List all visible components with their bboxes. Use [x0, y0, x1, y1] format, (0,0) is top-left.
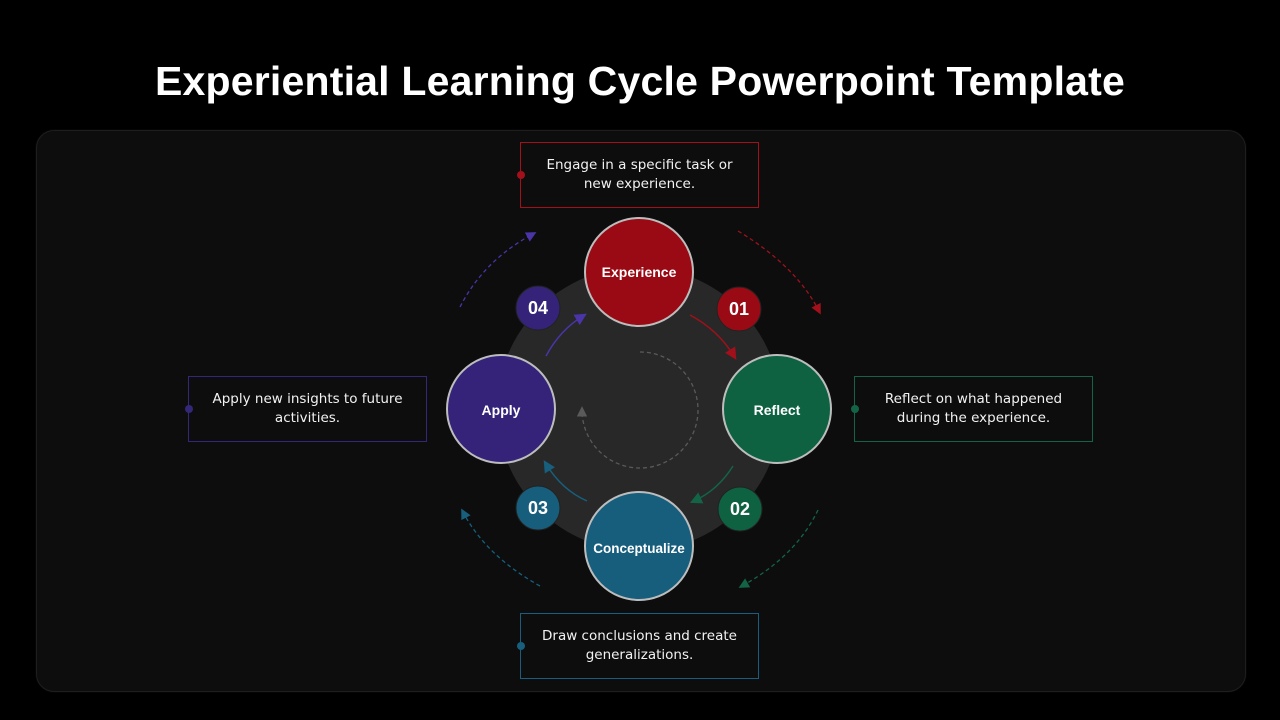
- badge-01: 01: [716, 286, 762, 332]
- central-hub: [497, 267, 781, 551]
- bullet-dot-icon: [517, 642, 525, 650]
- badge-02: 02: [717, 486, 763, 532]
- stage-conceptualize: Conceptualize: [584, 491, 694, 601]
- description-experience: Engage in a specific task or new experie…: [546, 157, 733, 192]
- badge-04: 04: [515, 285, 561, 331]
- stage-conceptualize-label: Conceptualize: [593, 541, 685, 556]
- outer-arc-green: [738, 509, 819, 588]
- stage-experience: Experience: [584, 217, 694, 327]
- stage-apply-label: Apply: [482, 402, 521, 418]
- outer-arc-red: [737, 230, 821, 315]
- arrow-conceptualize-to-apply: [543, 460, 588, 502]
- stage-reflect-label: Reflect: [754, 402, 801, 418]
- arrow-experience-to-reflect: [689, 314, 737, 360]
- outer-arc-purple: [459, 232, 537, 308]
- arrow-apply-to-experience: [545, 313, 587, 357]
- outer-arc-teal: [461, 508, 541, 587]
- description-apply: Apply new insights to future activities.: [212, 391, 403, 426]
- description-reflect: Reflect on what happened during the expe…: [884, 391, 1063, 426]
- arrow-reflect-to-conceptualize: [689, 465, 734, 504]
- bullet-dot-icon: [517, 171, 525, 179]
- badge-02-number: 02: [730, 499, 750, 519]
- bullet-dot-icon: [851, 405, 859, 413]
- badge-01-number: 01: [729, 299, 749, 319]
- description-box-conceptualize: Draw conclusions and create generalizati…: [517, 613, 759, 679]
- stage-reflect: Reflect: [722, 354, 832, 464]
- description-box-experience: Engage in a specific task or new experie…: [517, 142, 759, 208]
- description-box-apply: Apply new insights to future activities.: [185, 376, 427, 442]
- description-box-reflect: Reflect on what happened during the expe…: [851, 376, 1093, 442]
- badge-03: 03: [515, 485, 561, 531]
- inner-cycle-arrow: [576, 351, 699, 469]
- bullet-dot-icon: [185, 405, 193, 413]
- stage-apply: Apply: [446, 354, 556, 464]
- badge-03-number: 03: [528, 498, 548, 518]
- description-conceptualize: Draw conclusions and create generalizati…: [542, 628, 737, 663]
- slide-title: Experiential Learning Cycle Powerpoint T…: [154, 58, 1126, 104]
- stage-experience-label: Experience: [602, 264, 677, 280]
- badge-04-number: 04: [528, 298, 548, 318]
